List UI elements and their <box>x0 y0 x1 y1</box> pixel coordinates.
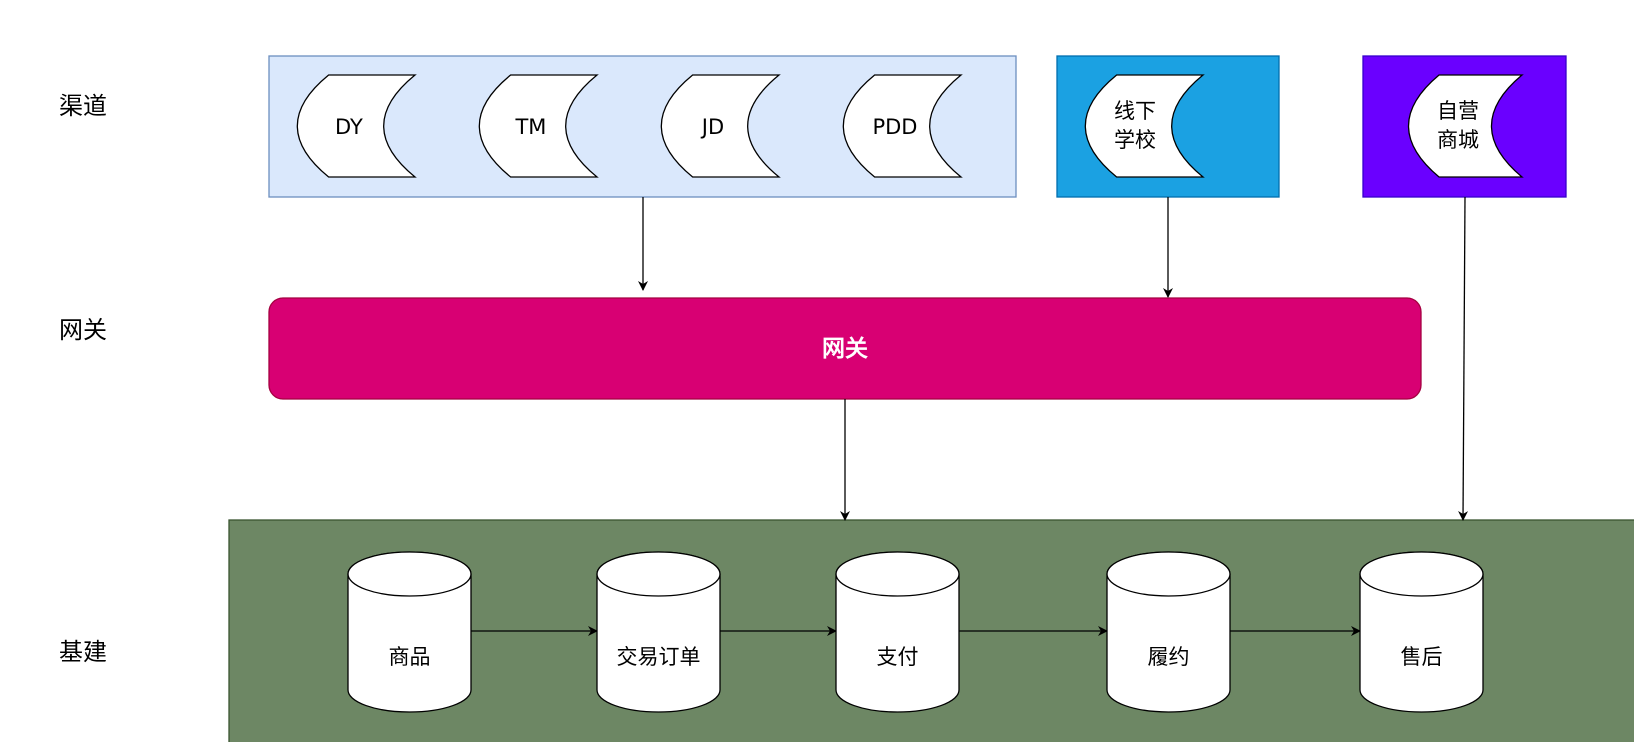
stored-data-shape <box>296 74 417 178</box>
offline-school-shape <box>1084 74 1205 178</box>
cylinder-top <box>347 551 472 597</box>
lane-label-infra: 基建 <box>59 638 107 666</box>
stored-data-shape <box>660 74 781 178</box>
channel-label: PDD <box>872 115 917 139</box>
cylinder-top <box>596 551 721 597</box>
infra-node-label: 商品 <box>389 645 431 669</box>
offline-school-node[interactable]: 线下 学校 <box>1084 74 1205 178</box>
channel-node-jd[interactable]: JD <box>660 74 781 178</box>
infra-node[interactable]: 商品 <box>347 551 472 713</box>
self-run-mall-label-line1: 自营 <box>1437 99 1479 123</box>
lane-label-channel: 渠道 <box>59 92 107 120</box>
edge-self-run-to-aftersale[interactable] <box>1458 196 1469 521</box>
infra-node[interactable]: 履约 <box>1106 551 1231 713</box>
infra-node-label: 售后 <box>1401 645 1443 669</box>
infra-node-label: 履约 <box>1148 645 1190 669</box>
lane-label-gateway: 网关 <box>59 316 107 344</box>
channel-label: JD <box>700 115 724 139</box>
infra-node[interactable]: 支付 <box>835 551 960 713</box>
stored-data-shape <box>842 74 963 178</box>
channel-label: TM <box>514 115 546 139</box>
gateway-node[interactable]: 网关 <box>268 297 1422 400</box>
infra-node-label: 交易订单 <box>617 645 701 669</box>
channel-node-pdd[interactable]: PDD <box>842 74 963 178</box>
cylinder-top <box>835 551 960 597</box>
channel-node-dy[interactable]: DY <box>296 74 417 178</box>
self-run-mall-node[interactable]: 自营 商城 <box>1407 74 1524 178</box>
offline-school-label-line2: 学校 <box>1114 128 1156 152</box>
cylinder-top <box>1106 551 1231 597</box>
offline-school-label-line1: 线下 <box>1114 99 1156 123</box>
self-run-mall-shape <box>1407 74 1524 178</box>
stored-data-shape <box>478 74 599 178</box>
channel-shapes: DY TM JD PDD <box>296 74 963 178</box>
infra-node[interactable]: 交易订单 <box>596 551 721 713</box>
infra-nodes: 商品 交易订单 支付 履约 售后 <box>347 551 1484 713</box>
edges <box>638 196 1469 521</box>
channel-label: DY <box>335 115 363 139</box>
self-run-mall-label-line2: 商城 <box>1437 128 1479 152</box>
gateway-label: 网关 <box>822 335 868 362</box>
cylinder-top <box>1359 551 1484 597</box>
infra-node[interactable]: 售后 <box>1359 551 1484 713</box>
channel-node-tm[interactable]: TM <box>478 74 599 178</box>
infra-node-label: 支付 <box>877 645 919 669</box>
